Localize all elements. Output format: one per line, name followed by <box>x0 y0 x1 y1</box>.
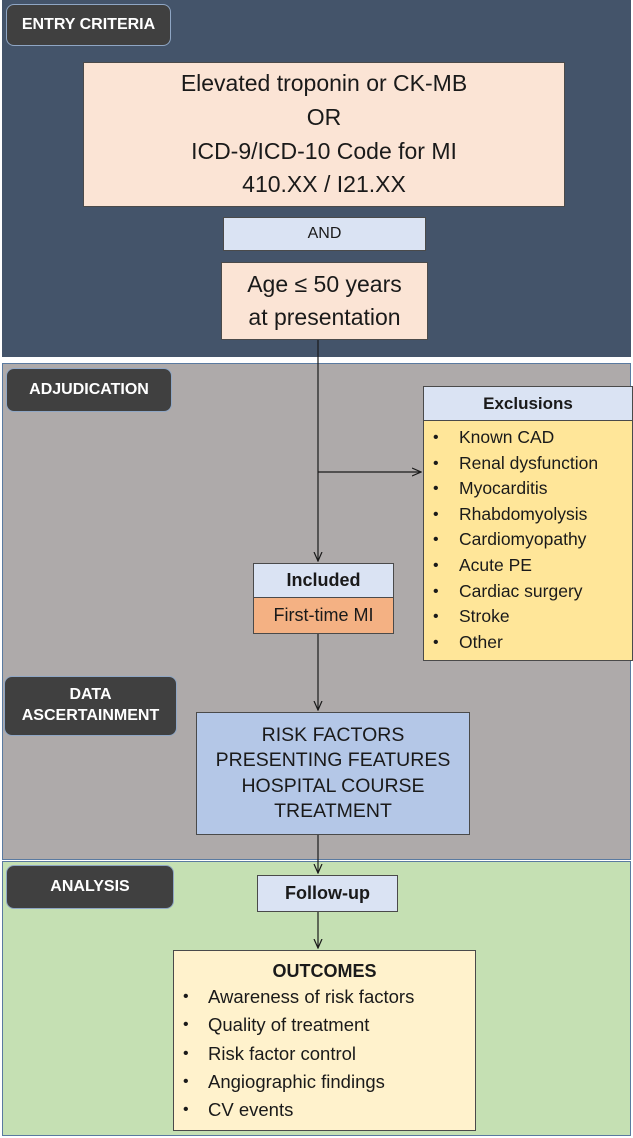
exclusions-title: Exclusions <box>424 387 632 421</box>
age-line1: Age ≤ 50 years <box>247 270 402 297</box>
data-label-line1: DATA <box>69 686 112 704</box>
outcome-item: Awareness of risk factors <box>174 983 475 1012</box>
exclusion-item: Cardiac surgery <box>424 579 632 605</box>
outcome-item: Quality of treatment <box>174 1011 475 1040</box>
exclusions-box: Exclusions Known CAD Renal dysfunction M… <box>423 386 633 661</box>
entry-criteria-label: ENTRY CRITERIA <box>6 4 171 46</box>
exclusions-list: Known CAD Renal dysfunction Myocarditis … <box>424 421 632 655</box>
age-criteria-box: Age ≤ 50 years at presentation <box>221 262 428 340</box>
exclusion-item: Known CAD <box>424 425 632 451</box>
exclusion-item: Renal dysfunction <box>424 451 632 477</box>
criteria-line2: OR <box>306 103 342 130</box>
data-line: TREATMENT <box>274 799 392 822</box>
data-ascertainment-label: DATA ASCERTAINMENT <box>4 676 177 736</box>
analysis-label: ANALYSIS <box>6 865 174 909</box>
entry-criteria-box: Elevated troponin or CK-MB OR ICD-9/ICD-… <box>83 62 565 207</box>
data-line: PRESENTING FEATURES <box>215 749 451 772</box>
data-label-line2: ASCERTAINMENT <box>21 707 160 724</box>
exclusion-item: Acute PE <box>424 553 632 579</box>
followup-box: Follow-up <box>257 875 398 912</box>
outcomes-box: OUTCOMES Awareness of risk factors Quali… <box>173 950 476 1131</box>
outcome-item: Angiographic findings <box>174 1068 475 1097</box>
criteria-line4: 410.XX / I21.XX <box>242 171 406 198</box>
exclusion-item: Stroke <box>424 604 632 630</box>
data-line: RISK FACTORS <box>261 723 405 746</box>
outcome-item: CV events <box>174 1096 475 1125</box>
included-box: Included First-time MI <box>253 563 394 634</box>
data-ascertainment-box: RISK FACTORS PRESENTING FEATURES HOSPITA… <box>196 712 470 835</box>
data-line: HOSPITAL COURSE <box>241 774 425 797</box>
exclusion-item: Cardiomyopathy <box>424 527 632 553</box>
exclusion-item: Rhabdomyolysis <box>424 502 632 528</box>
outcomes-list: Awareness of risk factors Quality of tre… <box>174 983 475 1125</box>
exclusion-item: Other <box>424 630 632 656</box>
included-title: Included <box>254 564 393 598</box>
criteria-line1: Elevated troponin or CK-MB <box>180 70 468 97</box>
and-box: AND <box>223 217 426 251</box>
exclusion-item: Myocarditis <box>424 476 632 502</box>
included-subtitle: First-time MI <box>254 598 393 633</box>
age-line2: at presentation <box>248 304 401 330</box>
outcomes-title: OUTCOMES <box>272 961 377 981</box>
outcome-item: Risk factor control <box>174 1040 475 1069</box>
adjudication-label: ADJUDICATION <box>6 368 172 412</box>
criteria-line3: ICD-9/ICD-10 Code for MI <box>191 137 457 164</box>
